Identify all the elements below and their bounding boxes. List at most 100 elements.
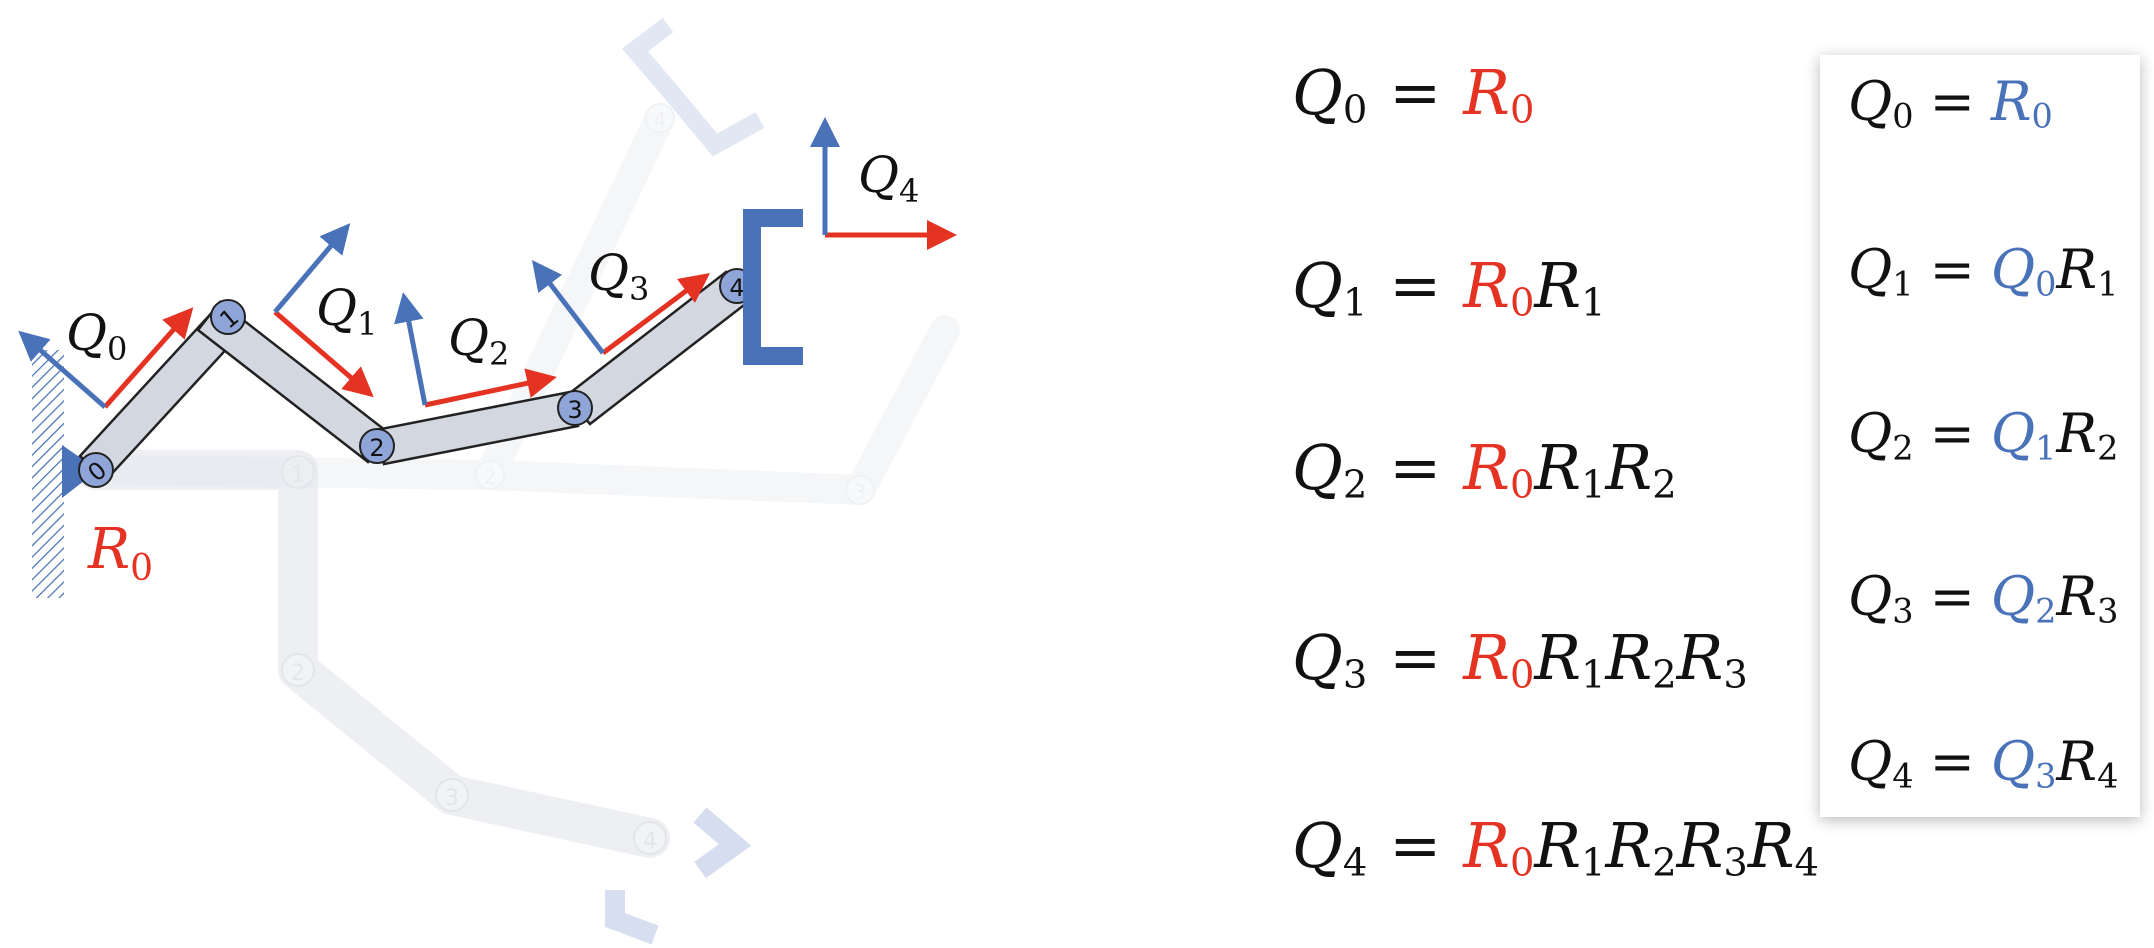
gripper-icon bbox=[743, 209, 803, 365]
ghost-joint-label: 3 bbox=[445, 786, 459, 811]
ghost-joint-label: 1 bbox=[291, 463, 305, 488]
equation-term: R2 bbox=[2056, 402, 2119, 468]
frame-axes bbox=[18, 117, 957, 409]
joint-0: 0 bbox=[78, 452, 114, 488]
equation-term: R2 bbox=[1605, 431, 1677, 508]
equals-sign: = bbox=[1389, 809, 1442, 882]
equation-term: R2 bbox=[1605, 621, 1677, 698]
equation-term: R0 bbox=[1463, 809, 1535, 886]
equals-sign: = bbox=[1929, 70, 1975, 133]
equations_left-equation-4: Q4=R0R1R2R3R4 bbox=[1292, 815, 1819, 883]
ghost-arm-lower: 1 2 3 4 bbox=[75, 450, 752, 945]
ghost-arm-upper: 2 3 4 bbox=[80, 17, 960, 505]
equations_right-equation-3: Q3=Q2R3 bbox=[1848, 570, 2118, 628]
equations_right-equation-4: Q4=Q3R4 bbox=[1848, 735, 2118, 793]
q2-label: Q2 bbox=[448, 309, 509, 373]
equation-term: R1 bbox=[1534, 809, 1606, 886]
equals-sign: = bbox=[1929, 402, 1975, 465]
equations_right-equation-2: Q2=Q1R2 bbox=[1848, 407, 2118, 465]
equals-sign: = bbox=[1929, 238, 1975, 301]
equation-term: Q0 bbox=[1990, 238, 2057, 304]
ghost-gripper-icon bbox=[621, 17, 765, 157]
equation-term: R3 bbox=[2056, 565, 2119, 631]
equals-sign: = bbox=[1389, 56, 1442, 129]
joint-2: 2 bbox=[359, 428, 395, 464]
r0-label: R0 bbox=[87, 517, 153, 589]
joint-label: 4 bbox=[729, 274, 744, 302]
ghost-joint-label: 4 bbox=[643, 829, 657, 854]
ghost-joint: 3 bbox=[435, 778, 469, 812]
equation-term: R0 bbox=[1463, 621, 1535, 698]
q3-label: Q3 bbox=[588, 244, 649, 308]
equation-term: R1 bbox=[1534, 249, 1606, 326]
equations_left-equation-2: Q2=R0R1R2 bbox=[1292, 437, 1677, 505]
arm-link-1-2 bbox=[196, 300, 392, 464]
ghost-joint-label: 2 bbox=[291, 661, 305, 686]
equation-lhs: Q4 bbox=[1292, 809, 1368, 886]
ghost-joint-label: 2 bbox=[484, 465, 497, 489]
equation-term: R3 bbox=[1676, 809, 1748, 886]
ghost-joint: 1 bbox=[281, 455, 315, 489]
ghost-gripper-icon bbox=[605, 807, 752, 945]
equation-term: R1 bbox=[2056, 238, 2119, 304]
q0-label: Q0 bbox=[66, 304, 127, 368]
equals-sign: = bbox=[1929, 565, 1975, 628]
equation-term: Q1 bbox=[1990, 402, 2057, 468]
equation-term: R0 bbox=[1463, 431, 1535, 508]
q0-y-axis bbox=[18, 330, 107, 409]
equation-term: R4 bbox=[1747, 809, 1819, 886]
equations_left-equation-3: Q3=R0R1R2R3 bbox=[1292, 627, 1748, 695]
robot-arm-diagram: 1 2 3 4 2 bbox=[18, 17, 960, 945]
q3-x-axis bbox=[601, 273, 711, 356]
equation-term: Q2 bbox=[1990, 565, 2057, 631]
ghost-joint-label: 4 bbox=[654, 108, 667, 132]
joint-label: 3 bbox=[567, 396, 582, 424]
ghost-joint: 4 bbox=[633, 821, 667, 855]
equation-lhs: Q2 bbox=[1848, 402, 1914, 468]
equals-sign: = bbox=[1389, 431, 1442, 504]
equation-term: R0 bbox=[1463, 56, 1535, 133]
equation-term: R1 bbox=[1534, 431, 1606, 508]
q1-x-axis bbox=[273, 310, 374, 398]
ghost-joint-label: 3 bbox=[854, 480, 867, 504]
q0-x-axis bbox=[103, 307, 194, 409]
equation-lhs: Q1 bbox=[1292, 249, 1368, 326]
arm-link-2-3 bbox=[374, 390, 580, 466]
equation-lhs: Q0 bbox=[1848, 70, 1914, 136]
q2-x-axis bbox=[424, 368, 557, 408]
equation-term: R1 bbox=[1534, 621, 1606, 698]
wall-mount bbox=[32, 350, 64, 598]
equals-sign: = bbox=[1929, 730, 1975, 793]
equation-lhs: Q1 bbox=[1848, 238, 1914, 304]
ghost-joint: 2 bbox=[475, 460, 505, 490]
equations_right-equation-1: Q1=Q0R1 bbox=[1848, 243, 2118, 301]
q1-label: Q1 bbox=[316, 279, 377, 343]
q4-label: Q4 bbox=[858, 146, 919, 210]
equations_left-equation-1: Q1=R0R1 bbox=[1292, 255, 1606, 323]
equation-term: R4 bbox=[2056, 730, 2119, 796]
equation-lhs: Q0 bbox=[1292, 56, 1368, 133]
q3-y-axis bbox=[531, 260, 605, 355]
equations_left-equation-0: Q0=R0 bbox=[1292, 62, 1534, 130]
ghost-joint: 3 bbox=[845, 475, 875, 505]
equation-term: R2 bbox=[1605, 809, 1677, 886]
equation-lhs: Q3 bbox=[1292, 621, 1368, 698]
equation-lhs: Q2 bbox=[1292, 431, 1368, 508]
arm-links bbox=[78, 270, 750, 482]
ghost-joint: 2 bbox=[281, 653, 315, 687]
equals-sign: = bbox=[1389, 621, 1442, 694]
equation-lhs: Q3 bbox=[1848, 565, 1914, 631]
equation-term: R0 bbox=[1990, 70, 2053, 136]
equation-term: Q3 bbox=[1990, 730, 2057, 796]
equation-lhs: Q4 bbox=[1848, 730, 1914, 796]
equation-term: R3 bbox=[1676, 621, 1748, 698]
frame-labels: Q0 Q1 Q2 Q3 Q4 R0 bbox=[66, 146, 919, 589]
equals-sign: = bbox=[1389, 249, 1442, 322]
joint-3: 3 bbox=[557, 390, 593, 426]
q1-y-axis bbox=[273, 223, 351, 314]
equations_right-equation-0: Q0=R0 bbox=[1848, 75, 2053, 133]
joint-1: 1 bbox=[210, 299, 246, 335]
joint-label: 2 bbox=[369, 434, 384, 462]
